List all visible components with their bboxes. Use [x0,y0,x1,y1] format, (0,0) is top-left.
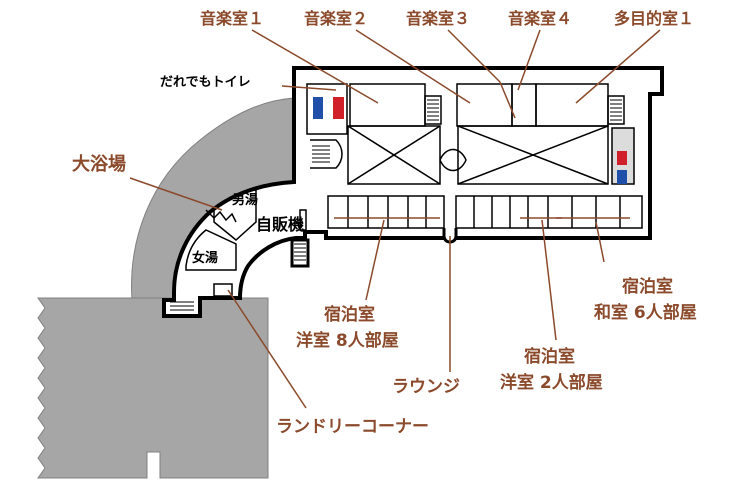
main-floor [162,66,664,318]
label-multipurpose-room-1: 多目的室１ [614,9,694,28]
label-vending-machine: 自販機 [256,215,304,234]
label-lodging-japanese-6-line2: 和室 6人部屋 [594,302,697,323]
male-toilet-icon-2 [617,170,627,184]
label-lodging-western-2-line2: 洋室 2人部屋 [500,372,603,393]
bath-area [185,189,307,297]
label-music-room-1: 音楽室１ [200,9,264,28]
label-lodging-western-2-line1: 宿泊室 [524,346,575,367]
label-large-bath: 大浴場 [72,153,126,175]
label-lounge: ラウンジ [392,377,460,397]
label-lodging-western-8-line2: 洋室 8人部屋 [296,330,399,351]
lodging-rooms [327,195,643,229]
leader-lines [129,29,661,409]
female-toilet-icon-2 [617,151,627,165]
label-lodging-western-8-line1: 宿泊室 [324,304,375,325]
lower-building [37,297,269,479]
female-toilet-icon [333,97,344,119]
toilet-symbols [313,97,627,184]
labels: 音楽室１ 音楽室２ 音楽室３ 音楽室４ 多目的室１ だれでもトイレ 大浴場 男湯… [72,9,697,437]
music-room-block [306,83,635,185]
stairs [170,99,622,311]
label-mens-bath: 男湯 [232,192,258,208]
label-music-room-2: 音楽室２ [304,9,368,28]
label-lodging-japanese-6-line1: 宿泊室 [622,276,673,297]
male-toilet-icon [313,97,323,119]
label-music-room-3: 音楽室３ [406,9,470,28]
label-accessible-toilet: だれでもトイレ [160,75,251,90]
label-music-room-4: 音楽室４ [508,9,572,28]
lounge-column [439,148,467,172]
label-laundry-corner: ランドリーコーナー [276,417,429,437]
label-womens-bath: 女湯 [192,250,218,266]
stair-box-lower [290,238,310,268]
stair-curve [310,139,343,169]
